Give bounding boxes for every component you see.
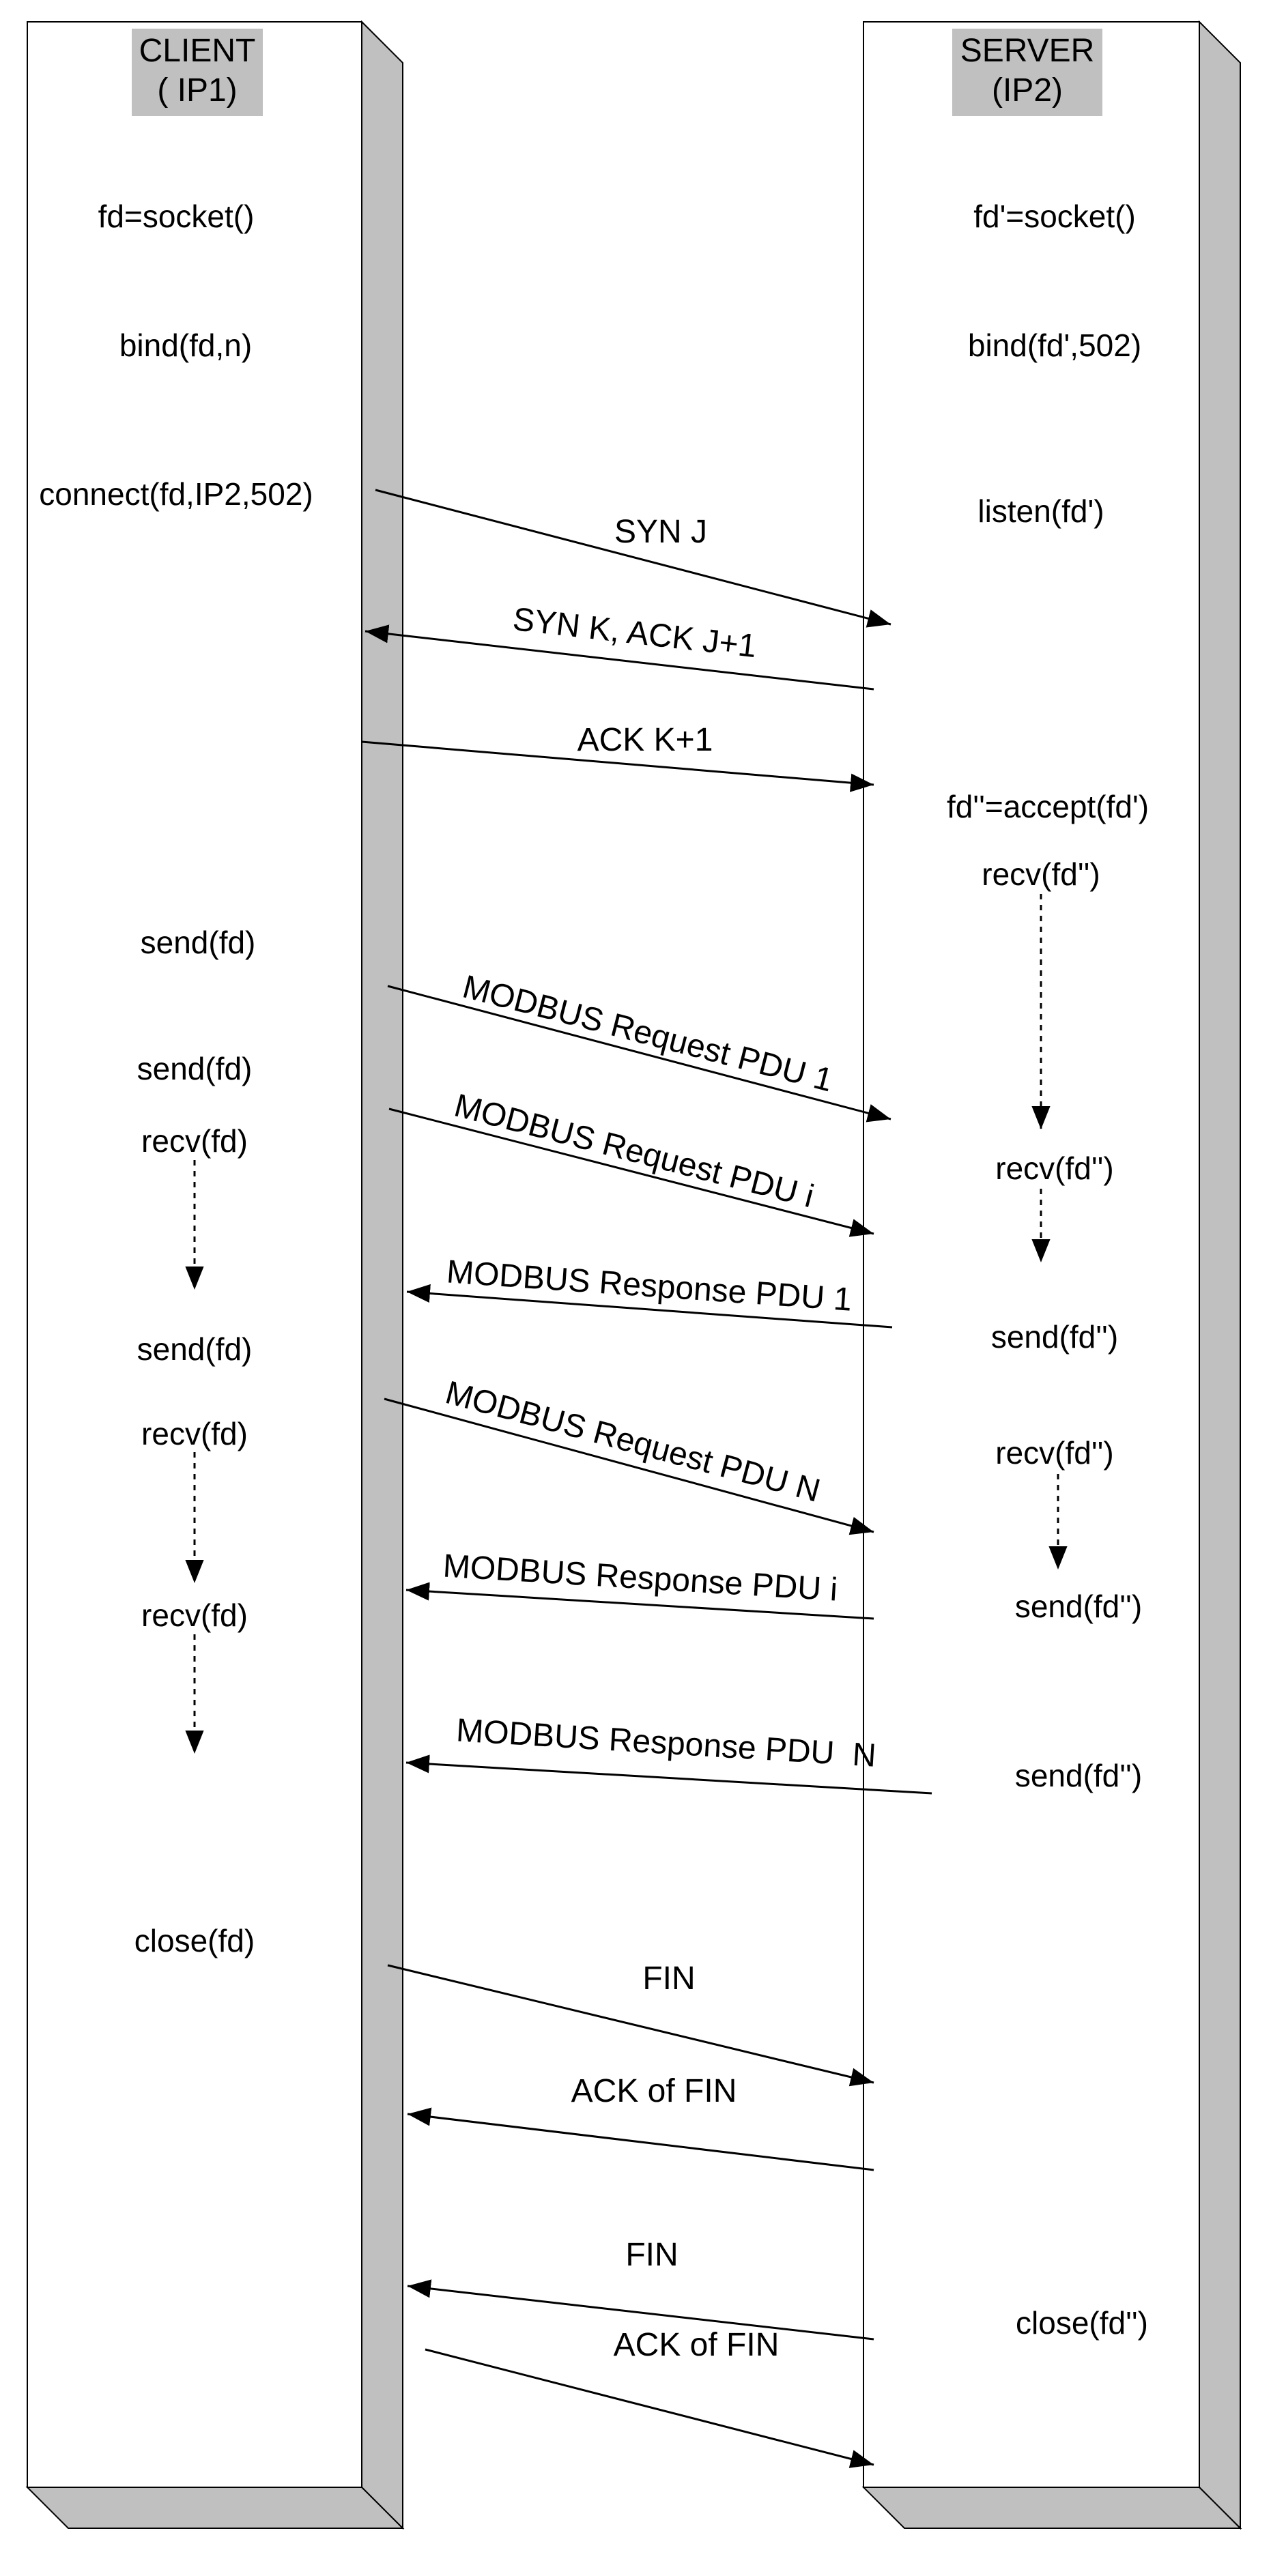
- server-header-box: [952, 29, 1102, 116]
- server-call: send(fd''): [991, 1319, 1118, 1355]
- message-label: ACK K+1: [577, 722, 713, 758]
- message-arrow-request-i: [388, 1108, 874, 1237]
- client-call: recv(fd): [141, 1416, 248, 1451]
- message-label: ACK of FIN: [614, 2327, 780, 2363]
- client-call: send(fd): [137, 1051, 253, 1086]
- message-label: ACK of FIN: [571, 2073, 737, 2109]
- server-title: SERVER: [960, 33, 1095, 69]
- server-call: bind(fd',502): [968, 328, 1141, 363]
- message-label: MODBUS Request PDU N: [442, 1374, 824, 1509]
- message-arrow-syn-j: [375, 489, 891, 628]
- server-call: recv(fd''): [982, 856, 1100, 892]
- server-pillar: [861, 20, 1242, 2530]
- client-call: send(fd): [137, 1331, 253, 1367]
- message-label: FIN: [642, 1960, 695, 1997]
- client-pillar: [25, 20, 405, 2530]
- server-call: send(fd''): [1015, 1758, 1142, 1793]
- message-label: MODBUS Request PDU i: [451, 1088, 818, 1215]
- client-call: connect(fd,IP2,502): [39, 476, 313, 512]
- message-label: SYN J: [614, 514, 707, 550]
- server-call: fd'=socket(): [973, 199, 1136, 234]
- server-call: send(fd''): [1015, 1589, 1142, 1624]
- client-address: ( IP1): [157, 72, 237, 108]
- message-arrow-syn-k-ack: [365, 624, 874, 691]
- client-call: recv(fd): [141, 1123, 248, 1159]
- server-call: fd''=accept(fd'): [947, 789, 1149, 824]
- message-arrow-response-i: [405, 1582, 874, 1620]
- message-arrow-response-1: [406, 1284, 893, 1329]
- message-arrow-fin-server: [407, 2279, 874, 2341]
- client-call: fd=socket(): [98, 199, 255, 234]
- server-call: listen(fd'): [977, 493, 1104, 529]
- message-arrow-ack-fin-client: [425, 2348, 874, 2468]
- server-call: recv(fd''): [995, 1435, 1113, 1471]
- message-label: MODBUS Response PDU i: [442, 1548, 838, 1608]
- message-label: MODBUS Response PDU N: [455, 1712, 877, 1774]
- message-arrow-request-1: [387, 985, 891, 1123]
- client-header-box: [132, 29, 263, 116]
- message-label: SYN K, ACK J+1: [511, 601, 758, 665]
- message-arrow-ack-fin-server: [407, 2107, 874, 2171]
- message-arrow-ack-k1: [361, 740, 874, 792]
- message-arrows: [361, 489, 932, 2468]
- message-arrow-fin-client: [387, 1964, 874, 2087]
- message-labels: SYN J SYN K, ACK J+1 ACK K+1 MODBUS Requ…: [442, 514, 877, 2363]
- server-call: close(fd''): [1016, 2305, 1148, 2341]
- message-arrow-response-n: [405, 1754, 932, 1795]
- client-calls: fd=socket() bind(fd,n) connect(fd,IP2,50…: [39, 199, 313, 1958]
- message-label: MODBUS Request PDU 1: [459, 969, 836, 1099]
- server-calls: fd'=socket() bind(fd',502) listen(fd') f…: [947, 199, 1149, 2341]
- client-call: bind(fd,n): [119, 328, 252, 363]
- message-arrow-request-n: [384, 1398, 874, 1535]
- client-title: CLIENT: [139, 33, 256, 69]
- message-label: FIN: [625, 2237, 678, 2273]
- client-call: recv(fd): [141, 1597, 248, 1633]
- server-address: (IP2): [992, 72, 1063, 108]
- wait-arrows: [185, 894, 1068, 1754]
- server-call: recv(fd''): [995, 1150, 1113, 1186]
- client-call: close(fd): [134, 1923, 255, 1958]
- client-call: send(fd): [141, 925, 256, 960]
